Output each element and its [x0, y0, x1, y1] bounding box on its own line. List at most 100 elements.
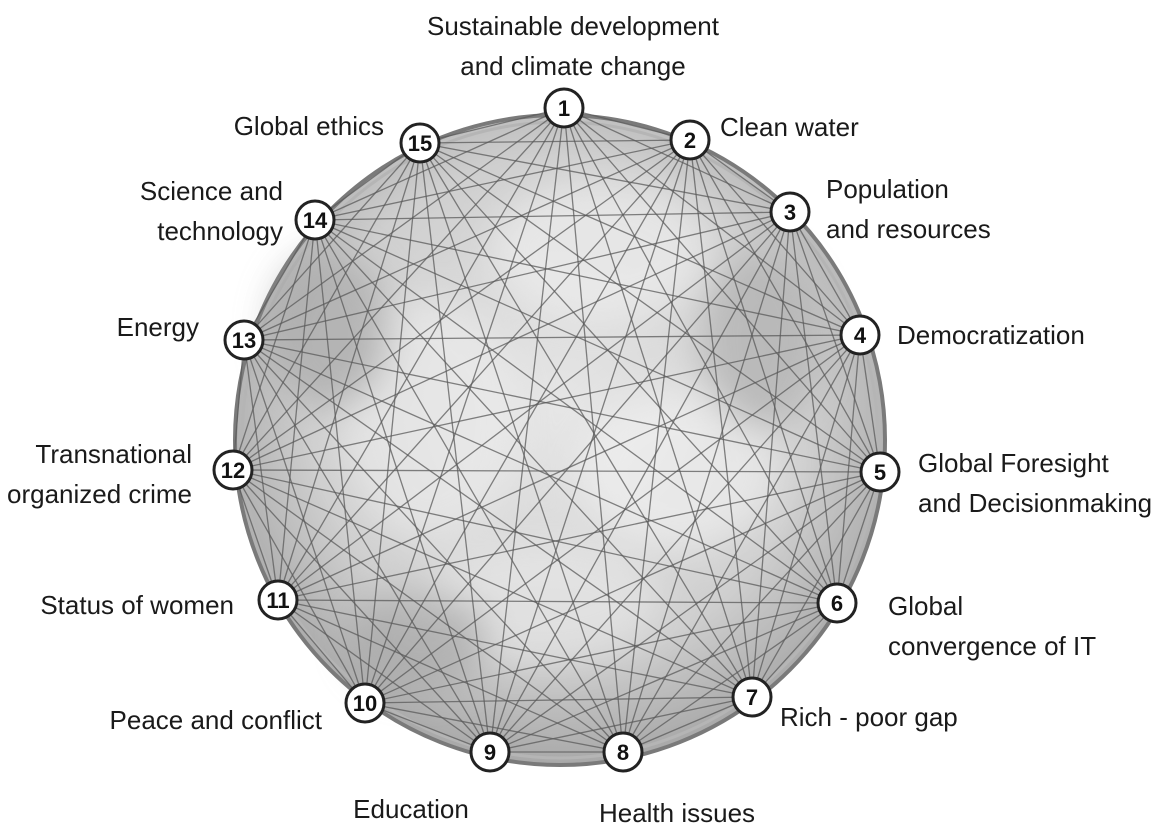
link-3-7: [751, 211, 791, 698]
node-14[interactable]: 14: [294, 199, 336, 241]
link-1-6: [563, 107, 838, 604]
node-circle-14: [294, 199, 336, 241]
link-4-7: [751, 334, 861, 698]
node-label-11: Status of women: [40, 590, 234, 620]
link-8-11: [277, 599, 624, 753]
link-10-12: [232, 469, 366, 704]
link-9-10: [364, 702, 491, 753]
node-7[interactable]: 7: [731, 676, 773, 718]
node-circle-1: [543, 87, 585, 129]
link-1-13: [243, 107, 565, 341]
node-6[interactable]: 6: [816, 582, 858, 624]
link-7-13: [243, 339, 753, 698]
node-3[interactable]: 3: [769, 191, 811, 233]
link-7-14: [314, 219, 753, 698]
link-7-11: [277, 599, 753, 698]
node-label-7: Rich - poor gap: [780, 702, 958, 732]
node-15[interactable]: 15: [399, 122, 441, 164]
node-label-13: Energy: [117, 312, 199, 342]
link-4-10: [364, 334, 861, 704]
node-12[interactable]: 12: [212, 449, 254, 491]
link-12-13: [232, 339, 245, 471]
node-number-2: 2: [684, 128, 696, 153]
link-3-5: [789, 211, 881, 473]
link-1-7: [563, 107, 753, 698]
link-3-10: [364, 211, 791, 704]
link-11-15: [277, 142, 421, 601]
link-1-4: [563, 107, 861, 336]
node-number-7: 7: [746, 685, 758, 710]
link-8-14: [314, 219, 624, 753]
link-6-13: [243, 339, 838, 604]
link-5-11: [277, 471, 881, 601]
link-10-15: [364, 142, 421, 704]
node-label-8: Health issues: [599, 798, 755, 828]
node-label-line: Population: [826, 174, 949, 204]
node-13[interactable]: 13: [223, 319, 265, 361]
node-label-line: Clean water: [720, 112, 859, 142]
node-1[interactable]: 1: [543, 87, 585, 129]
link-4-6: [836, 334, 861, 604]
node-label-line: Status of women: [40, 590, 234, 620]
link-4-5: [859, 334, 881, 473]
link-7-15: [419, 142, 753, 698]
node-number-13: 13: [232, 328, 256, 353]
link-3-14: [314, 211, 791, 221]
node-label-4: Democratization: [897, 320, 1085, 350]
globe-cloud-patches: [270, 180, 820, 690]
node-circle-5: [859, 451, 901, 493]
link-3-13: [243, 211, 791, 341]
node-5[interactable]: 5: [859, 451, 901, 493]
node-label-line: Education: [353, 794, 469, 824]
link-10-13: [243, 339, 366, 704]
node-label-3: Population and resources: [826, 174, 991, 244]
node-circle-10: [344, 682, 386, 724]
link-2-10: [364, 139, 691, 704]
node-label-line: technology: [157, 216, 283, 246]
link-9-11: [277, 599, 491, 753]
node-11[interactable]: 11: [257, 579, 299, 621]
link-8-12: [232, 469, 624, 753]
link-1-12: [232, 107, 565, 471]
link-1-11: [277, 107, 565, 601]
link-2-4: [689, 139, 861, 336]
link-7-9: [489, 696, 753, 753]
node-label-line: Global ethics: [234, 111, 384, 141]
link-2-6: [689, 139, 838, 604]
link-14-15: [314, 142, 421, 221]
link-4-13: [243, 334, 861, 341]
node-2[interactable]: 2: [669, 119, 711, 161]
link-10-11: [277, 599, 366, 704]
node-10[interactable]: 10: [344, 682, 386, 724]
node-8[interactable]: 8: [602, 731, 644, 773]
link-8-10: [364, 702, 624, 753]
node-4[interactable]: 4: [839, 314, 881, 356]
link-6-12: [232, 469, 838, 604]
link-2-13: [243, 139, 691, 341]
link-4-14: [314, 219, 861, 336]
node-number-1: 1: [558, 96, 570, 121]
node-label-15: Global ethics: [234, 111, 384, 141]
node-circle-11: [257, 579, 299, 621]
node-circle-3: [769, 191, 811, 233]
link-7-12: [232, 469, 753, 698]
link-lines: [232, 107, 881, 753]
link-1-2: [563, 107, 691, 141]
link-1-9: [489, 107, 565, 753]
node-label-line: Energy: [117, 312, 199, 342]
link-5-13: [243, 339, 881, 473]
node-9[interactable]: 9: [469, 731, 511, 773]
link-7-8: [622, 696, 753, 753]
node-label-line: and resources: [826, 214, 991, 244]
link-6-7: [751, 602, 838, 698]
link-2-3: [689, 139, 791, 213]
link-4-11: [277, 334, 861, 601]
node-label-line: Democratization: [897, 320, 1085, 350]
node-number-4: 4: [854, 323, 867, 348]
link-3-12: [232, 211, 791, 471]
